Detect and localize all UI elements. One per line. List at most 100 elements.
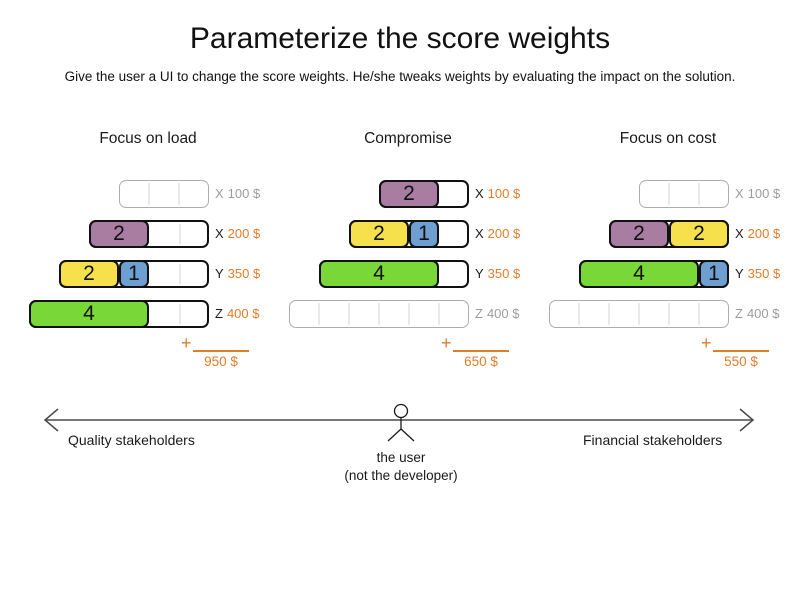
grid-line xyxy=(348,303,350,325)
sum-line xyxy=(713,350,769,352)
grid-line xyxy=(179,224,181,244)
grid-line xyxy=(638,303,640,325)
weight-block-purple: 2 xyxy=(379,180,439,208)
weight-block-blue: 1 xyxy=(699,260,729,288)
axis-label-financial: Financial stakeholders xyxy=(583,432,723,448)
grid-line xyxy=(668,183,670,205)
row-price: 400 $ xyxy=(486,306,520,321)
row-price: 200 $ xyxy=(487,226,521,241)
weight-block-green: 4 xyxy=(319,260,439,288)
row-letter: X xyxy=(475,226,484,241)
weight-bar xyxy=(549,300,729,328)
stakeholder-axis xyxy=(43,403,755,442)
grid-line xyxy=(578,303,580,325)
user-sublabel: (not the developer) xyxy=(344,468,458,483)
plus-icon: + xyxy=(701,333,712,353)
row-price: 200 $ xyxy=(227,226,261,241)
axis-label-quality: Quality stakeholders xyxy=(68,432,195,448)
row-letter: X xyxy=(215,226,224,241)
grid-line xyxy=(179,264,181,284)
grid-line xyxy=(408,303,410,325)
weight-block-blue: 1 xyxy=(409,220,439,248)
row-letter: Z xyxy=(735,306,743,321)
scenario-title: Focus on cost xyxy=(619,130,717,147)
grid-line xyxy=(438,303,440,325)
grid-line xyxy=(178,183,180,205)
weight-bar xyxy=(639,180,729,208)
user-label: the user xyxy=(376,450,426,465)
right-arrowhead-icon xyxy=(739,408,755,432)
row-letter: X xyxy=(735,226,744,241)
weight-block-green: 4 xyxy=(579,260,699,288)
scenario-title: Focus on load xyxy=(99,130,197,147)
row-letter: Z xyxy=(215,306,223,321)
weight-bar: 2 xyxy=(89,220,209,248)
weight-block-green: 4 xyxy=(29,300,149,328)
grid-line xyxy=(608,303,610,325)
sum-block: +950 $ xyxy=(181,333,273,371)
plus-icon: + xyxy=(181,333,192,353)
weight-bar: 4 xyxy=(319,260,469,288)
grid-line xyxy=(698,303,700,325)
page-title: Parameterize the score weights xyxy=(189,22,611,55)
weight-block-purple: 2 xyxy=(609,220,669,248)
row-letter: Y xyxy=(735,266,744,281)
sum-line xyxy=(193,350,249,352)
row-letter: Y xyxy=(475,266,484,281)
scenario-title: Compromise xyxy=(364,130,452,147)
plus-icon: + xyxy=(441,333,452,353)
sum-block: +550 $ xyxy=(701,333,793,371)
grid-line xyxy=(668,303,670,325)
left-arrowhead-icon xyxy=(43,408,59,432)
page-subtitle: Give the user a UI to change the score w… xyxy=(64,69,736,84)
sum-line xyxy=(453,350,509,352)
sum-total: 650 $ xyxy=(464,354,498,369)
row-price: 100 $ xyxy=(487,186,521,201)
row-price: 350 $ xyxy=(227,266,261,281)
weight-bar: 4 xyxy=(29,300,209,328)
row-letter: X xyxy=(735,186,744,201)
row-letter: Z xyxy=(475,306,483,321)
weight-block-yellow: 2 xyxy=(59,260,119,288)
grid-line xyxy=(179,304,181,324)
grid-line xyxy=(148,183,150,205)
user-stick-figure-icon xyxy=(387,403,415,442)
weight-bar xyxy=(119,180,209,208)
row-letter: X xyxy=(215,186,224,201)
sum-block: +650 $ xyxy=(441,333,533,371)
row-price: 400 $ xyxy=(746,306,780,321)
weight-block-blue: 1 xyxy=(119,260,149,288)
row-price: 100 $ xyxy=(747,186,781,201)
row-price: 100 $ xyxy=(227,186,261,201)
grid-line xyxy=(698,183,700,205)
row-price: 400 $ xyxy=(226,306,260,321)
